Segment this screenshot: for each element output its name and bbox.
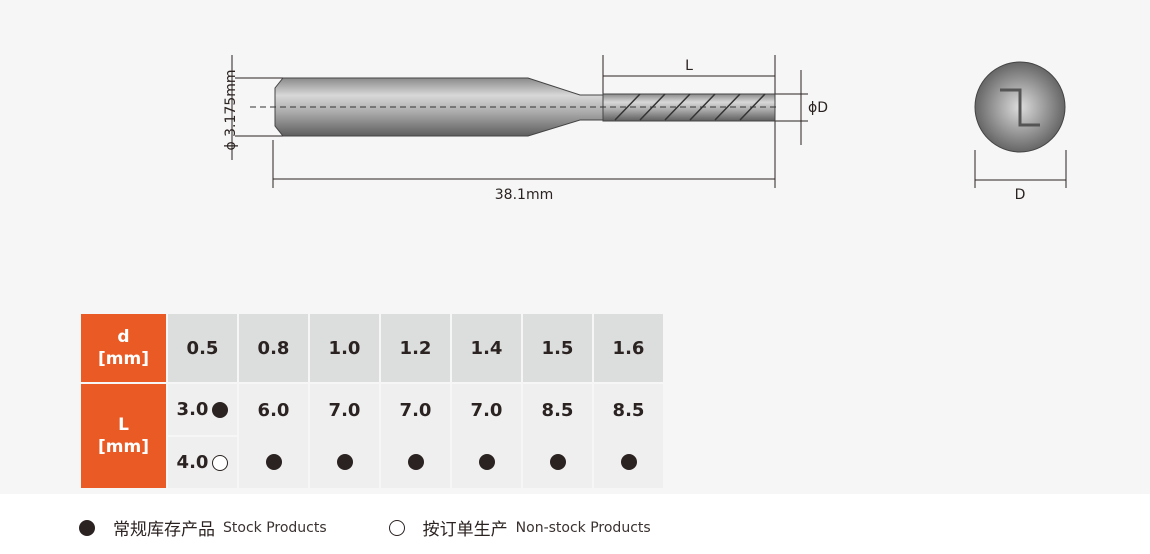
dia-cell: 1.5 bbox=[521, 312, 594, 384]
length-cell: 8.5 bbox=[592, 382, 665, 490]
legend-stock: 常规库存产品 Stock Products bbox=[79, 515, 327, 540]
legend: 常规库存产品 Stock Products 按订单生产 Non-stock Pr… bbox=[79, 515, 713, 540]
stock-dot-icon bbox=[407, 454, 424, 470]
end-dia-label: D bbox=[1015, 187, 1026, 203]
length-cell: 7.0 bbox=[379, 382, 452, 490]
dia-cell: 1.6 bbox=[592, 312, 665, 384]
stock-dot-icon bbox=[549, 454, 566, 470]
header-L: L[mm] bbox=[79, 382, 168, 490]
length-cell-split: 3.0 4.0 bbox=[166, 382, 239, 490]
nonstock-circle-icon bbox=[212, 454, 229, 471]
length-cell: 7.0 bbox=[308, 382, 381, 490]
shank-dia-label: ϕ 3.175mm bbox=[223, 69, 239, 150]
header-d: d[mm] bbox=[79, 312, 168, 384]
dia-cell: 1.0 bbox=[308, 312, 381, 384]
stock-dot-icon bbox=[336, 454, 353, 470]
dia-cell: 0.5 bbox=[166, 312, 239, 384]
flute-length-label: L bbox=[685, 58, 693, 74]
stock-dot-icon bbox=[478, 454, 495, 470]
stock-dot-icon bbox=[620, 454, 637, 470]
legend-nonstock: 按订单生产 Non-stock Products bbox=[388, 515, 651, 540]
drill-drawing: ϕ 3.175mm 38.1mm L ϕD D bbox=[223, 55, 1067, 203]
length-cell: 8.5 bbox=[521, 382, 594, 490]
cut-dia-label: ϕD bbox=[808, 100, 828, 116]
total-length-label: 38.1mm bbox=[495, 187, 553, 203]
dia-cell: 1.2 bbox=[379, 312, 452, 384]
length-cell: 6.0 bbox=[237, 382, 310, 490]
dia-cell: 0.8 bbox=[237, 312, 310, 384]
open-circle-icon bbox=[388, 519, 405, 536]
stock-dot-icon bbox=[265, 454, 282, 470]
spec-table: d[mm] 0.5 0.8 1.0 1.2 1.4 1.5 1.6 L[mm] … bbox=[79, 312, 665, 490]
dia-cell: 1.4 bbox=[450, 312, 523, 384]
stock-dot-icon bbox=[212, 401, 229, 418]
filled-circle-icon bbox=[79, 519, 95, 536]
length-cell: 7.0 bbox=[450, 382, 523, 490]
